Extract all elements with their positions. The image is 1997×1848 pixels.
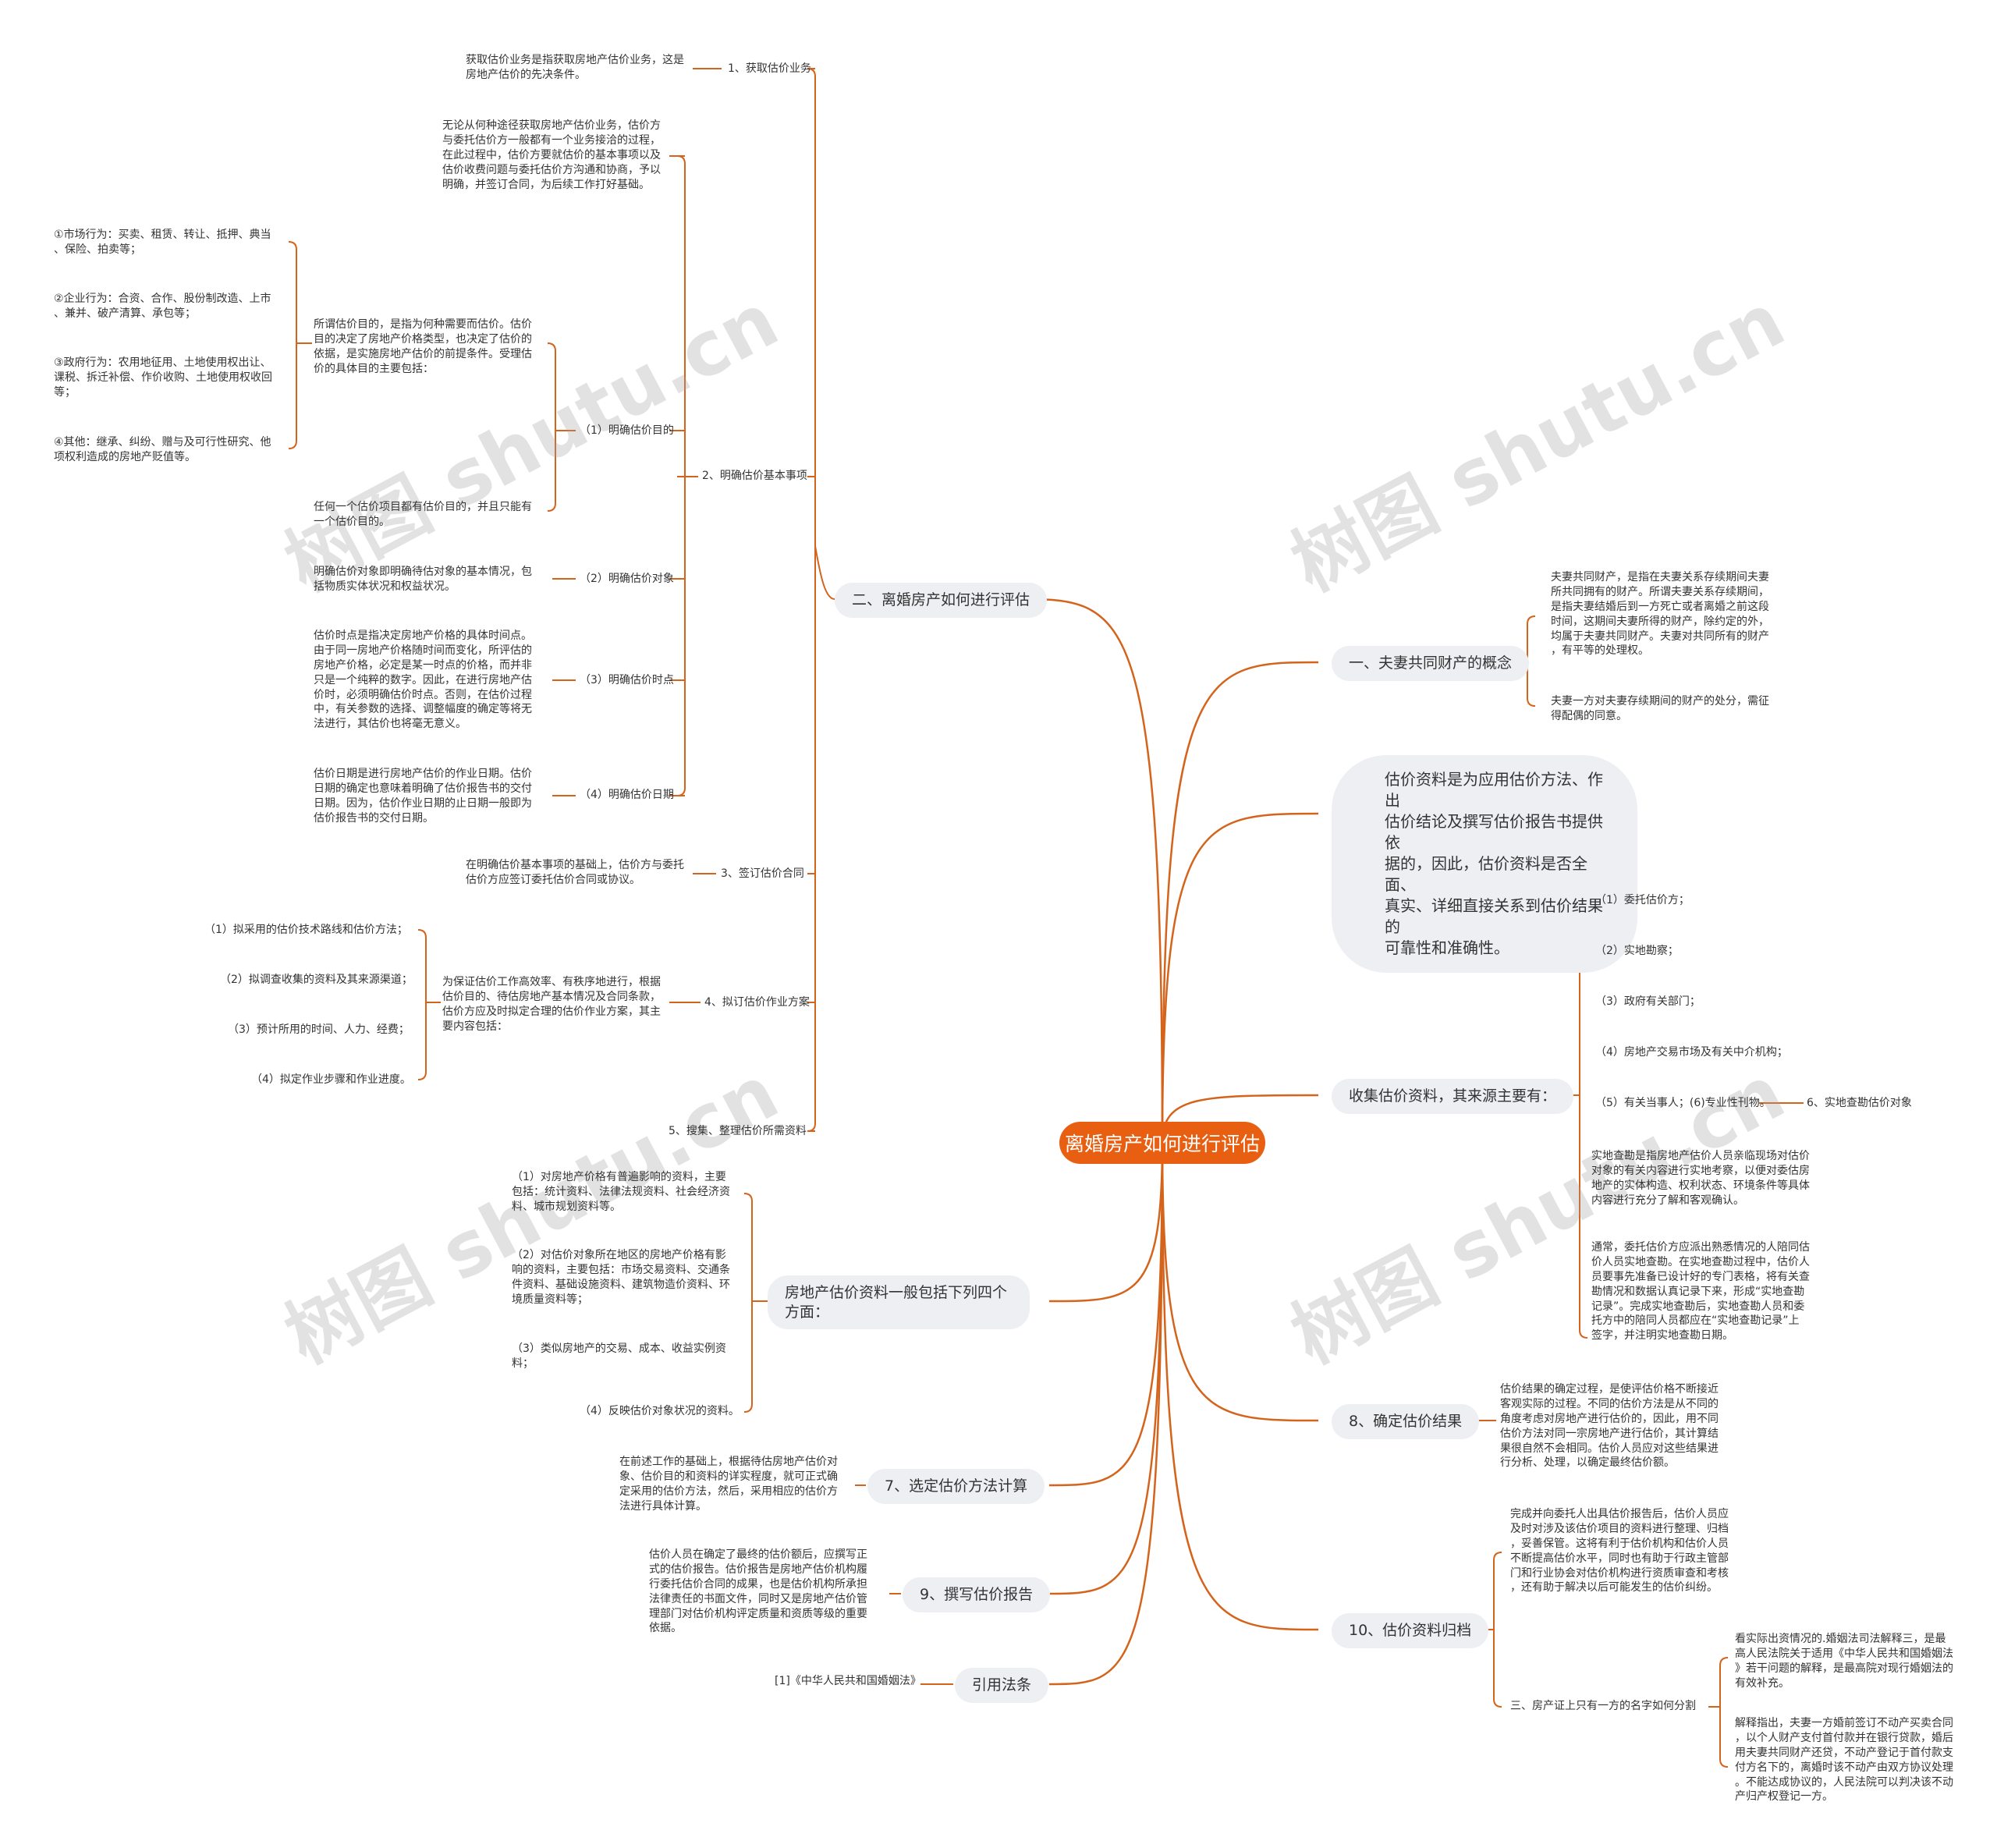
connector-line bbox=[288, 241, 297, 449]
text-s4-item4: （4）拟定作业步骤和作业进度。 bbox=[251, 1073, 411, 1086]
branch-node-n10[interactable]: 10、估价资料归档 bbox=[1332, 1613, 1489, 1648]
text-collect-item4: （4）房地产交易市场及有关中介机构； bbox=[1595, 1046, 1788, 1059]
text-data-item2: （2）对估价对象所在地区的房地产价格有影 响的资料，主要包括：市场交易资料、交通… bbox=[512, 1249, 730, 1306]
branch-node-data[interactable]: 房地产估价资料一般包括下列四个 方面： bbox=[768, 1275, 1030, 1330]
text-collect-t1: 实地查勘是指房地产估价人员亲临现场对估价 对象的有关内容进行实地考察，以便对委估… bbox=[1591, 1150, 1810, 1207]
connector-line bbox=[1493, 1552, 1502, 1708]
text-n1-item2: 夫妻一方对夫妻存续期间的财产的处分，需征 得配偶的同意。 bbox=[1551, 695, 1769, 722]
node-n10-sub[interactable]: 三、房产证上只有一方的名字如何分割 bbox=[1510, 1700, 1696, 1712]
text-collect-t2: 通常，委托估价方应派出熟悉情况的人陪同估 价人员实地查勘。在实地查勘过程中，估价… bbox=[1591, 1241, 1810, 1343]
branch-node-n8[interactable]: 8、确定估价结果 bbox=[1332, 1404, 1480, 1439]
branch-node-info[interactable]: 估价资料是为应用估价方法、作出 估价结论及撰写估价报告书提供依 据的，因此，估价… bbox=[1332, 755, 1637, 973]
node-p1[interactable]: （1）明确估价目的 bbox=[580, 424, 674, 437]
connector-line bbox=[417, 929, 427, 1080]
connector-line bbox=[1048, 1142, 1164, 1686]
text-n8: 估价结果的确定过程，是使评估价格不断接近 客观实际的过程。不同的估价方法是从不同… bbox=[1500, 1383, 1719, 1470]
text-s3: 在明确估价基本事项的基础上，估价方与委托 估价方应签订委托估价合同或协议。 bbox=[466, 859, 684, 886]
text-p1-item4: ④其他：继承、纠纷、赠与及可行性研究、他 项权利造成的房地产贬值等。 bbox=[54, 436, 271, 463]
text-collect-item1: （1）委托估价方； bbox=[1595, 894, 1690, 906]
text-p1-note: 任何一个估价项目都有估价目的，并且只能有 一个估价目的。 bbox=[314, 501, 532, 528]
branch-node-n9[interactable]: 9、撰写估价报告 bbox=[903, 1577, 1051, 1612]
connector-line bbox=[814, 545, 835, 600]
connector-line bbox=[743, 1193, 753, 1413]
text-p3: 估价时点是指决定房地产价格的具体时间点。 由于同一房地产价格随时间而变化，所评估… bbox=[314, 630, 532, 731]
node-s5[interactable]: 5、搜集、整理估价所需资料 bbox=[669, 1125, 807, 1137]
text-n9: 估价人员在确定了最终的估价额后，应撰写正 式的估价报告。估价报告是房地产估价机构… bbox=[649, 1548, 867, 1635]
text-s1: 获取估价业务是指获取房地产估价业务，这是 房地产估价的先决条件。 bbox=[466, 54, 684, 81]
text-s4-item1: （1）拟采用的估价技术路线和估价方法； bbox=[204, 924, 408, 936]
connector-line bbox=[1017, 598, 1164, 1144]
node-s2[interactable]: 2、明确估价基本事项 bbox=[702, 470, 807, 482]
text-n10-sub-t1: 看实际出资情况的.婚姻法司法解释三，是最 高人民法院关于适用《中华人民共和国婚姻… bbox=[1735, 1633, 1953, 1690]
root-node[interactable]: 离婚房产如何进行评估 bbox=[1059, 1122, 1265, 1164]
text-n1-item1: 夫妻共同财产，是指在夫妻关系存续期间夫妻 所共同拥有的财产。所谓夫妻关系存续期间… bbox=[1551, 571, 1769, 658]
connector-line bbox=[1161, 1142, 1319, 1631]
node-p3[interactable]: （3）明确估价时点 bbox=[580, 674, 674, 686]
text-p1-item1: ①市场行为：买卖、租赁、转让、抵押、典当 、保险、拍卖等； bbox=[54, 229, 271, 256]
text-p1-item2: ②企业行为：合资、合作、股份制改造、上市 、兼并、破产清算、承包等； bbox=[54, 293, 271, 320]
text-data-item3: （3）类似房地产的交易、成本、收益实例资 料； bbox=[512, 1343, 726, 1370]
text-p1: 所谓估价目的，是指为何种需要而估价。估价 目的决定了房地产价格类型，也决定了估价… bbox=[314, 318, 532, 375]
connector-line bbox=[1048, 1142, 1164, 1595]
node-s4[interactable]: 4、拟订估价作业方案 bbox=[704, 996, 810, 1009]
text-data-item4: （4）反映估价对象状况的资料。 bbox=[580, 1405, 740, 1417]
node-p4[interactable]: （4）明确估价日期 bbox=[580, 789, 674, 801]
node-n6[interactable]: 6、实地查勘估价对象 bbox=[1807, 1097, 1912, 1109]
text-s2-intro: 无论从何种途径获取房地产估价业务，估价方 与委托估价方一般都有一个业务接洽的过程… bbox=[442, 119, 661, 191]
branch-node-n2[interactable]: 二、离婚房产如何进行评估 bbox=[835, 583, 1048, 618]
branch-node-law[interactable]: 引用法条 bbox=[955, 1668, 1049, 1703]
node-s1[interactable]: 1、获取估价业务 bbox=[728, 62, 811, 75]
branch-node-collect[interactable]: 收集估价资料，其来源主要有： bbox=[1332, 1079, 1574, 1114]
connector-line bbox=[1048, 1142, 1164, 1487]
node-s3[interactable]: 3、签订估价合同 bbox=[721, 867, 804, 880]
text-n10-sub-t2: 解释指出，夫妻一方婚前签订不动产买卖合同 ，以个人财产支付首付款并在银行贷款，婚… bbox=[1735, 1717, 1953, 1804]
branch-node-n7[interactable]: 7、选定估价方法计算 bbox=[867, 1469, 1045, 1504]
text-s4-item3: （3）预计所用的时间、人力、经费； bbox=[228, 1023, 410, 1036]
text-data-item1: （1）对房地产价格有普遍影响的资料，主要 包括：统计资料、法律法规资料、社会经济… bbox=[512, 1171, 730, 1213]
connector-line bbox=[1161, 661, 1319, 1144]
text-collect-item3: （3）政府有关部门； bbox=[1595, 995, 1701, 1008]
text-p2: 明确估价对象即明确待估对象的基本情况，包 括物质实体状况和权益状况。 bbox=[314, 566, 532, 593]
connector-line bbox=[1161, 1142, 1319, 1422]
text-p4: 估价日期是进行房地产估价的作业日期。估价 日期的确定也意味着明确了估价报告书的交… bbox=[314, 768, 532, 825]
connector-line bbox=[1048, 1142, 1164, 1303]
text-n7: 在前述工作的基础上，根据待估房地产估价对 象、估价目的和资料的详实程度，就可正式… bbox=[619, 1456, 838, 1513]
text-law: [1]《中华人民共和国婚姻法》 bbox=[775, 1675, 921, 1687]
text-p1-item3: ③政府行为：农用地征用、土地使用权出让、 课税、拆迁补偿、作价收购、土地使用权收… bbox=[54, 356, 272, 399]
node-p2[interactable]: （2）明确估价对象 bbox=[580, 573, 674, 585]
branch-node-n1[interactable]: 一、夫妻共同财产的概念 bbox=[1332, 646, 1530, 681]
text-collect-item5: （5）有关当事人；(6)专业性刊物。 bbox=[1595, 1097, 1771, 1109]
connector-line bbox=[1161, 812, 1319, 1144]
text-collect-item2: （2）实地勘察； bbox=[1595, 945, 1679, 957]
text-s4-item2: （2）拟调查收集的资料及其来源渠道； bbox=[220, 974, 413, 986]
connector-line bbox=[807, 68, 816, 1132]
text-s4: 为保证估价工作高效率、有秩序地进行，根据 估价目的、待估房地产基本情况及合同条款… bbox=[442, 976, 661, 1033]
text-n10: 完成并向委托人出具估价报告后，估价人员应 及时对涉及该估价项目的资料进行整理、归… bbox=[1510, 1508, 1729, 1594]
connector-line bbox=[1719, 1657, 1729, 1768]
connector-line bbox=[547, 342, 556, 512]
